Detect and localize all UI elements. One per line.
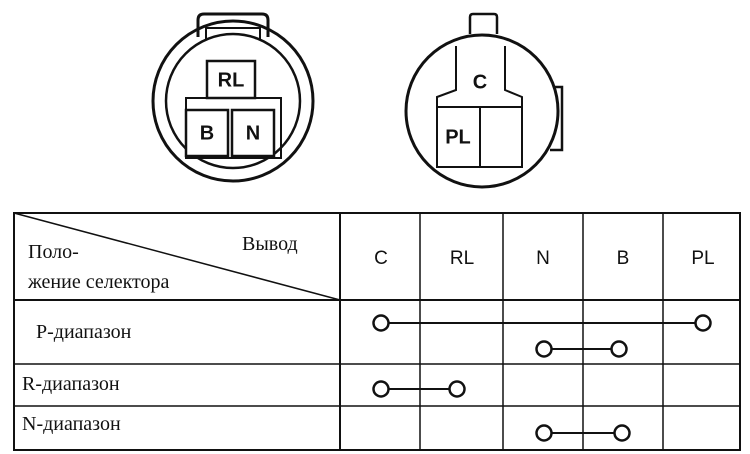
row-label-p: P-диапазон bbox=[36, 321, 132, 343]
left-pin-b bbox=[184, 108, 230, 158]
connection-n-n-b bbox=[535, 424, 631, 442]
column-header-c: C bbox=[374, 248, 388, 269]
left-connector: RL B N bbox=[151, 12, 315, 183]
right-pin-pl-label: PL bbox=[445, 126, 471, 148]
connection-table: Вывод Поло- жение селектора C RL N B PL … bbox=[13, 212, 741, 451]
right-connector: C PL bbox=[404, 12, 564, 189]
column-header-rl: RL bbox=[450, 248, 474, 269]
left-pin-n-label: N bbox=[246, 122, 260, 144]
row-label-r: R-диапазон bbox=[22, 373, 120, 395]
right-pin-c-label: C bbox=[473, 71, 487, 93]
left-pin-rl bbox=[205, 59, 257, 100]
header-output: Вывод bbox=[242, 233, 298, 255]
connection-p-n-b bbox=[535, 340, 628, 358]
left-pin-b-label: B bbox=[200, 122, 214, 144]
left-pin-n bbox=[230, 108, 276, 158]
left-pin-rl-label: RL bbox=[218, 69, 245, 91]
header-position-line1: Поло- bbox=[28, 241, 79, 263]
connection-p-c-pl bbox=[372, 314, 712, 332]
column-header-pl: PL bbox=[691, 248, 714, 269]
right-connector-shell bbox=[404, 33, 560, 189]
column-header-n: N bbox=[536, 248, 550, 269]
connection-r-c-rl bbox=[372, 380, 466, 398]
column-header-b: B bbox=[617, 248, 630, 269]
header-position-line2: жение селектора bbox=[27, 271, 170, 293]
row-label-n: N-диапазон bbox=[22, 413, 121, 435]
